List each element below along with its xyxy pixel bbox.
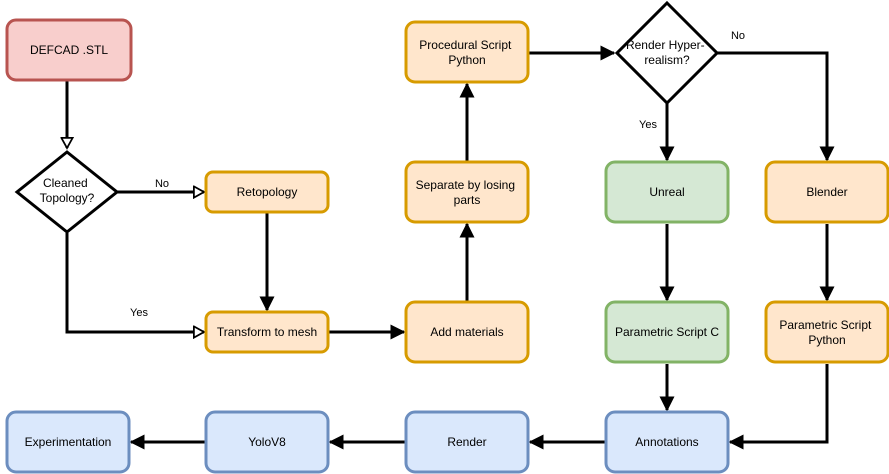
label-unreal: Unreal bbox=[649, 185, 684, 199]
label-defcad-line: DEFCAD .STL bbox=[30, 43, 108, 57]
label-transform: Transform to mesh bbox=[217, 325, 317, 339]
edge-render-hyper-to-blender bbox=[717, 51, 835, 162]
label-render-hyper: Render Hyper- realism? bbox=[626, 38, 708, 67]
label-procedural-line-2: Python bbox=[448, 53, 485, 67]
label-render-line: Render bbox=[447, 435, 486, 449]
label-param-c: Parametric Script C bbox=[615, 325, 719, 339]
label-param-py-line-2: Python bbox=[808, 333, 845, 347]
label-param-py: Parametric Script Python bbox=[779, 318, 874, 347]
label-annotations-line: Annotations bbox=[635, 435, 698, 449]
edge-label-yes-render: Yes bbox=[639, 119, 657, 131]
label-render-hyper-line-1: Render Hyper- bbox=[626, 38, 705, 52]
label-unreal-line: Unreal bbox=[649, 185, 684, 199]
node-cleaned-decision[interactable] bbox=[14, 150, 120, 234]
edge-param-py-to-annotations bbox=[728, 364, 829, 450]
node-param-py[interactable] bbox=[764, 300, 889, 364]
label-separate-line-1: Separate by losing bbox=[416, 178, 515, 192]
node-unreal[interactable] bbox=[604, 160, 730, 224]
label-experimentation: Experimentation bbox=[25, 435, 112, 449]
node-param-c[interactable] bbox=[604, 300, 730, 364]
node-transform[interactable] bbox=[204, 310, 330, 354]
edge-label-yes-cleaned: Yes bbox=[130, 307, 148, 319]
label-retopology-line: Retopology bbox=[237, 185, 298, 199]
node-defcad[interactable] bbox=[5, 18, 133, 82]
label-materials: Add materials bbox=[430, 325, 503, 339]
label-yolo-line: YoloV8 bbox=[248, 435, 286, 449]
label-yolo: YoloV8 bbox=[248, 435, 286, 449]
label-procedural: Procedural Script Python bbox=[419, 38, 514, 67]
label-render: Render bbox=[447, 435, 486, 449]
label-blender-line: Blender bbox=[806, 185, 847, 199]
label-param-py-line-1: Parametric Script bbox=[779, 318, 872, 332]
node-materials[interactable] bbox=[404, 300, 530, 364]
node-annotations[interactable] bbox=[604, 410, 730, 474]
label-materials-line: Add materials bbox=[430, 325, 503, 339]
node-retopology[interactable] bbox=[204, 170, 330, 214]
edge-label-no-render: No bbox=[731, 30, 745, 42]
node-blender[interactable] bbox=[764, 160, 889, 224]
node-separate[interactable] bbox=[404, 160, 530, 224]
node-render[interactable] bbox=[404, 410, 530, 474]
label-retopology: Retopology bbox=[237, 185, 298, 199]
edge-cleaned-to-transform bbox=[65, 233, 204, 332]
label-separate: Separate by losing parts bbox=[416, 178, 519, 207]
label-experimentation-line: Experimentation bbox=[25, 435, 112, 449]
label-render-hyper-line-2: realism? bbox=[644, 53, 690, 67]
label-cleaned: Cleaned Topology? bbox=[40, 176, 95, 205]
label-param-c-line: Parametric Script C bbox=[615, 325, 719, 339]
label-procedural-line-1: Procedural Script bbox=[419, 38, 512, 52]
label-separate-line-2: parts bbox=[454, 193, 481, 207]
node-experimentation[interactable] bbox=[5, 410, 131, 474]
label-cleaned-line-2: Topology? bbox=[40, 191, 95, 205]
edge-label-no-cleaned: No bbox=[155, 178, 169, 190]
label-annotations: Annotations bbox=[635, 435, 698, 449]
label-cleaned-line-1: Cleaned bbox=[43, 176, 88, 190]
label-transform-line: Transform to mesh bbox=[217, 325, 317, 339]
label-blender: Blender bbox=[806, 185, 847, 199]
node-render-hyper-decision[interactable] bbox=[614, 0, 720, 106]
node-yolo[interactable] bbox=[204, 410, 330, 474]
node-procedural[interactable] bbox=[404, 20, 530, 84]
label-defcad: DEFCAD .STL bbox=[30, 43, 108, 57]
